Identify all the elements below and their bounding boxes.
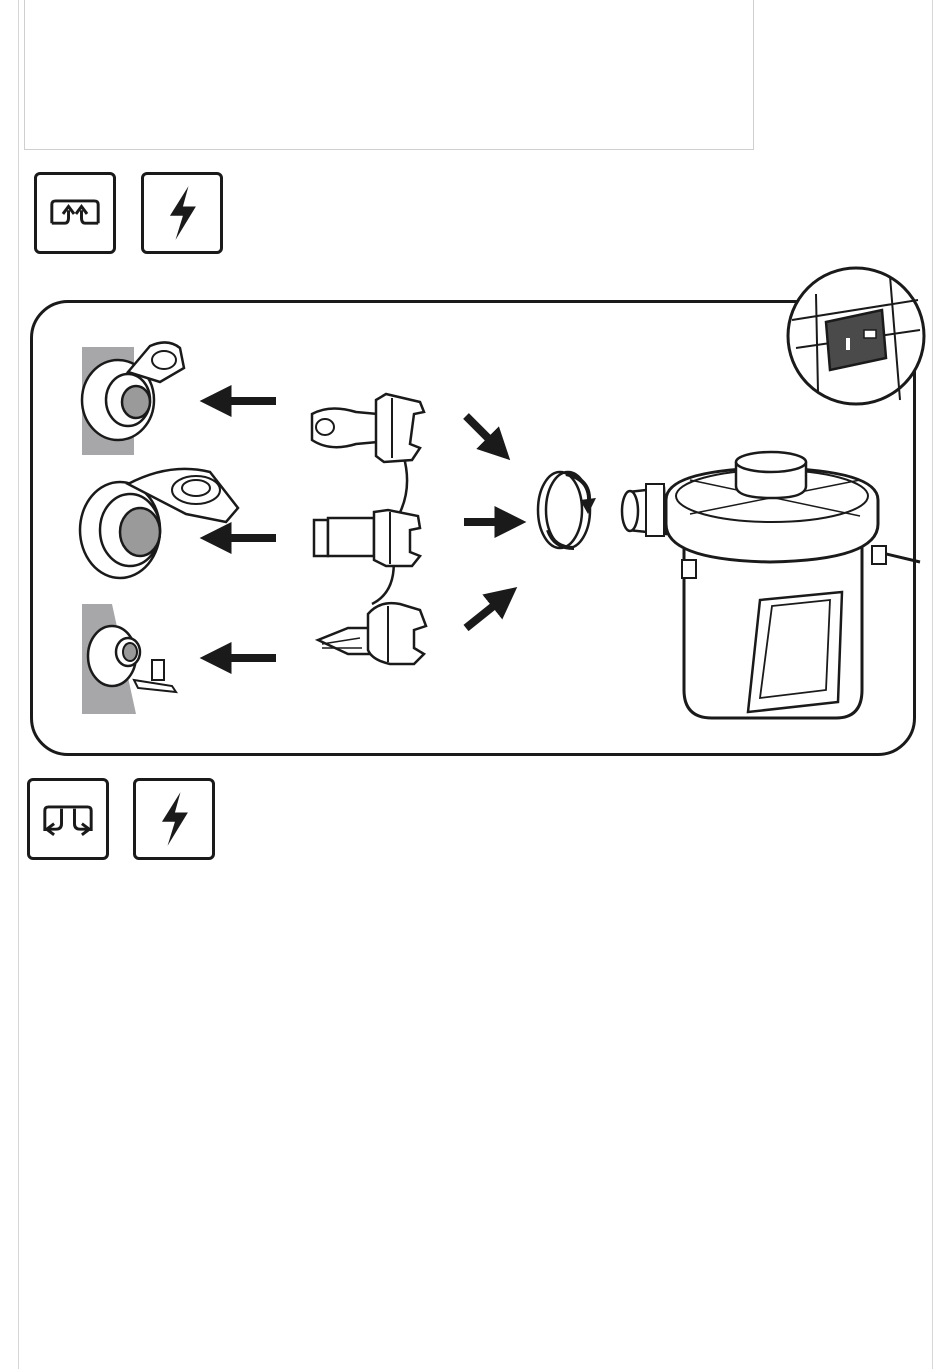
arrow-down-right [466,416,500,450]
arrow-up-right [466,596,506,628]
large-valve [80,469,238,578]
boston-valve [82,342,184,455]
deflate-mode-icon [27,778,109,860]
narrow-nozzle [318,603,426,664]
pinch-valve [82,604,176,714]
electric-air-pump [622,452,920,718]
power-switch-inset [788,268,924,404]
power-lightning-icon [133,778,215,860]
rotate-attach-icon [538,472,596,548]
medium-nozzle [314,510,420,566]
wide-nozzle [312,394,424,462]
